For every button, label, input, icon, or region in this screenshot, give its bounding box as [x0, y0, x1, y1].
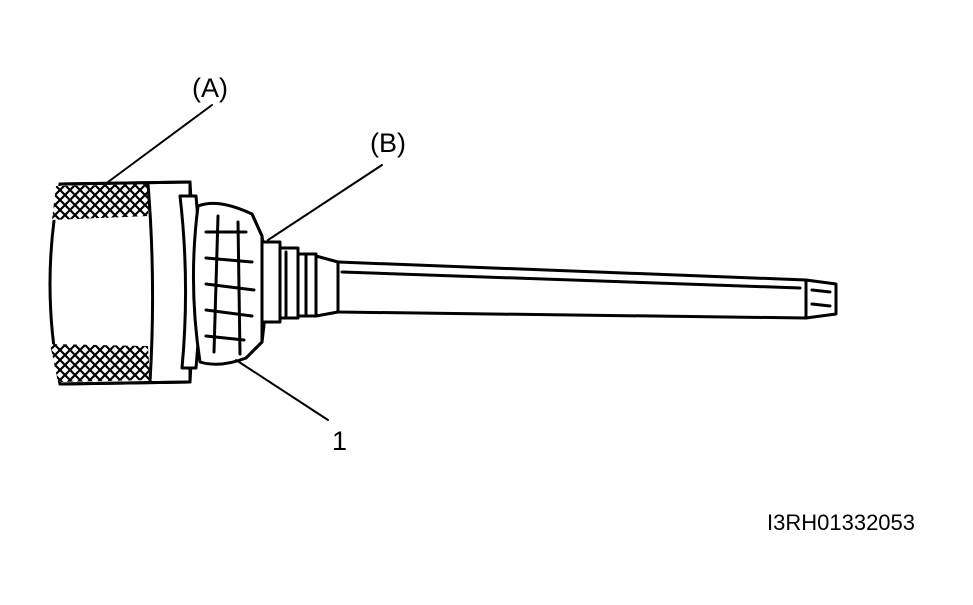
knurled-handle: [48, 180, 195, 386]
bearing: [191, 201, 268, 366]
callout-label-a: (A): [192, 73, 228, 103]
leader-line-1: [235, 359, 329, 421]
figure-code: I3RH01332053: [767, 510, 915, 535]
shaft: [314, 254, 838, 320]
leader-line-a: [107, 104, 213, 183]
callout-label-1: 1: [332, 426, 347, 456]
leader-line-b: [267, 164, 383, 241]
oil-seal: [260, 240, 318, 324]
callout-label-b: (B): [370, 128, 406, 158]
